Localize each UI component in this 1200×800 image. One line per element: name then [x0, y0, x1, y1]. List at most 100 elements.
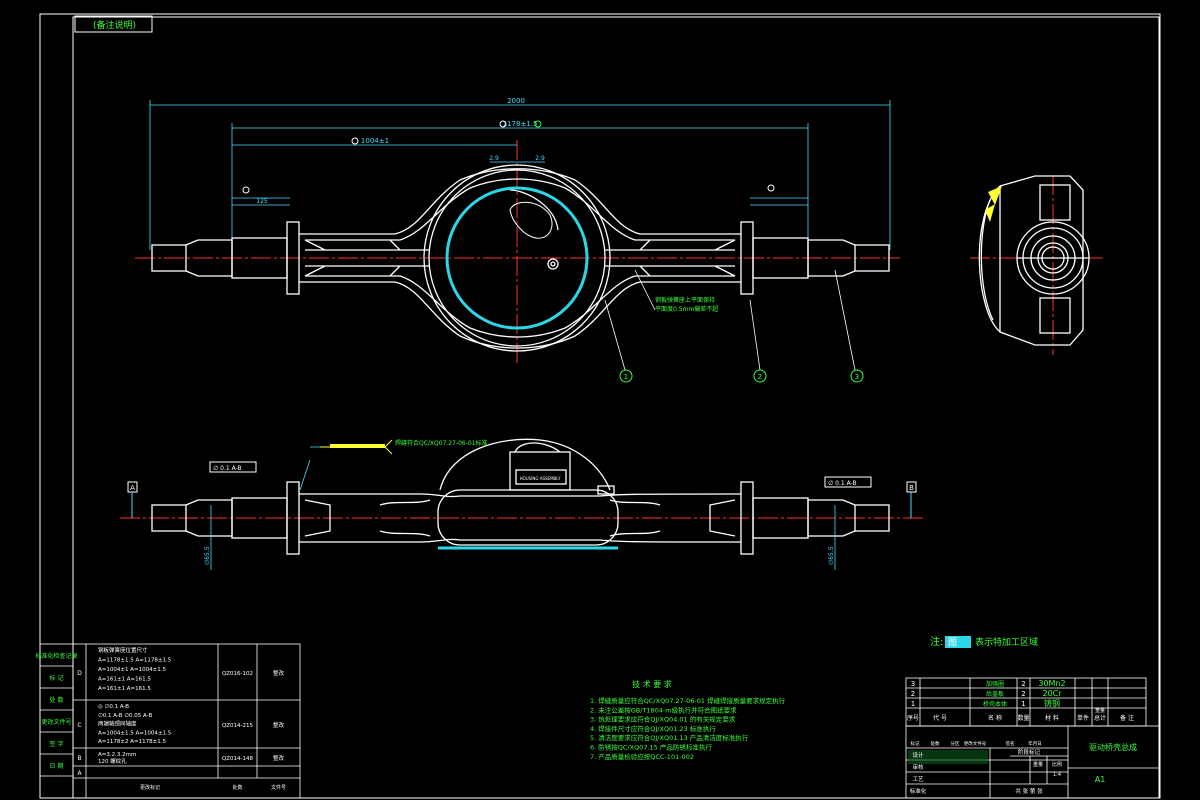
tech-req-item: 1. 焊缝质量应符合QC/XQ07.27-06-01 焊缝焊接质量要求规定执行	[590, 696, 786, 705]
parts-name: 桥壳本体	[983, 700, 1007, 708]
title-label: 分区	[951, 740, 960, 747]
parts-no: 3	[911, 680, 915, 688]
parts-name: 后盖板	[986, 690, 1004, 698]
left-table-footer: 处数	[232, 784, 242, 791]
title-label: 处数	[931, 740, 940, 747]
parts-no: 1	[911, 700, 915, 708]
front-dimensions	[149, 100, 891, 250]
left-table-line: 120 螺纹孔	[98, 757, 127, 765]
parts-header: 代 号	[933, 714, 947, 722]
parts-material: 铸钢	[1044, 698, 1060, 708]
left-table-line: A=1004±1.5 A=1004±1.5	[98, 730, 172, 736]
tol-right: ∅ 0.1 A-B	[828, 480, 857, 487]
tech-req-item: 6. 防锈按QC/XQ07.15 产品防锈标准执行	[590, 743, 712, 752]
left-table-line: A=1178±2 A=1178±1.5	[98, 739, 166, 745]
left-table-line: 两端轴颈同轴度	[98, 720, 137, 728]
dim-right-journal: ∅65.5	[828, 546, 835, 565]
parts-header: 材 料	[1045, 714, 1059, 722]
left-table-row-label: 更改文件号	[41, 718, 71, 726]
left-table-code: QZ014-215	[222, 723, 254, 729]
left-table-zone: D	[77, 670, 82, 677]
left-table-sign: 整改	[273, 754, 285, 762]
balloon-dim-a	[351, 137, 359, 145]
leader-balloon-2	[753, 369, 767, 383]
title-label: 标记	[911, 740, 920, 747]
parts-qty: 2	[1021, 690, 1025, 698]
parts-no: 2	[911, 690, 915, 698]
tech-req-item: 2. 未注公差按GB/T1804-m级执行并符合图纸要求	[590, 705, 737, 714]
tol-frame-left	[209, 461, 257, 473]
parts-header: 总计	[1094, 714, 1106, 722]
bottom-body-label: HOUSING ASSEMBLY	[520, 476, 561, 481]
title-label: 签名	[1006, 740, 1015, 747]
parts-header: 备 注	[1120, 714, 1134, 722]
weld-symbol	[320, 439, 393, 455]
drawing-name: 驱动桥壳总成	[1089, 742, 1137, 752]
left-table-line: A=1178±1.5 A=1178±1.5	[98, 658, 172, 664]
left-table-footer: 更改标记	[140, 784, 160, 791]
dim-spring-seat: 1178±1.5	[503, 120, 538, 128]
left-table-line: A=161±1 A=161.5	[98, 677, 151, 683]
balloon-dim-b	[499, 120, 507, 128]
leader-label-2: 2	[758, 373, 762, 381]
leader-label-3: 3	[855, 373, 859, 381]
frame-tag: (备注说明)	[93, 19, 136, 31]
parts-header: 数量	[1017, 714, 1029, 722]
balloon-dim-c	[534, 120, 542, 128]
title-stage: 阶段标记	[1018, 748, 1041, 756]
parts-header: 名 称	[988, 714, 1002, 722]
cover-flange	[445, 186, 589, 330]
balloon-dim-e	[767, 184, 775, 192]
weld-callout: 焊缝符合QC/XQ07.27-06-01标准	[395, 439, 488, 447]
tech-req-item: 5. 清洁度要求应符合QJ/XQ01.13 产品清洁度标准执行	[590, 733, 749, 742]
title-scale: 比例	[1052, 761, 1062, 768]
area-note-label: 注:	[930, 635, 943, 648]
leader-label-1: 1	[624, 373, 628, 381]
parts-name: 加强圈	[986, 680, 1004, 688]
balloon-dim-d	[242, 186, 250, 194]
title-sheets: 共 张 第 张	[1015, 787, 1043, 795]
front-leaders	[604, 269, 856, 371]
title-label: 更改文件号	[964, 740, 987, 747]
left-table-row-label: 签 字	[50, 740, 64, 748]
sheet-size: A1	[1095, 775, 1106, 784]
left-table-row-label: 处 数	[50, 696, 64, 704]
title-role: 工艺	[912, 776, 924, 783]
tol-left: ∅ 0.1 A-B	[213, 465, 242, 472]
weld-hatch	[330, 444, 385, 448]
left-table-footer: 文件号	[271, 784, 286, 791]
title-scale-value: 1:4	[1053, 772, 1061, 778]
bottom-view: HOUSING ASSEMBLY A B ∅ 0.1 A-B ∅ 0.1 A-B…	[120, 438, 925, 570]
left-table-line: ∅0.1 A-B ∅0.05 A-B	[98, 713, 152, 719]
parts-weight-label: 重量	[1095, 707, 1105, 714]
title-role: 标准化	[910, 787, 927, 795]
tech-req-item: 4. 焊接件尺寸应符合QJ/XQ01.23 标准执行	[590, 724, 716, 733]
parts-header: 单件	[1077, 714, 1089, 722]
datum-b: B	[909, 484, 914, 492]
left-table-zone: B	[77, 755, 81, 762]
title-block-text: 驱动桥壳总成A1标记处数分区更改文件号签名年月日设计审核工艺标准化阶段标记重量比…	[910, 740, 1137, 795]
dim-offset-right: 2.9	[535, 155, 545, 162]
left-table-zone: C	[77, 722, 81, 729]
area-note-text: 表示特加工区域	[975, 636, 1038, 648]
dim-left-journal: ∅65.5	[204, 546, 211, 565]
dim-inner: 1004±1	[361, 137, 389, 145]
left-table	[39, 643, 301, 799]
title-role: 设计	[912, 751, 924, 759]
parts-material: 20Cr	[1042, 689, 1062, 698]
parts-list-grid	[905, 677, 1147, 727]
leader-balloon-1	[619, 369, 633, 383]
parts-qty: 1	[1021, 700, 1025, 708]
tech-req-title: 技 术 要 求	[632, 679, 672, 689]
tech-req-item: 7. 产品质量检验应按QCC-101-002	[590, 752, 694, 761]
left-table-row-label: 日 期	[50, 762, 64, 770]
left-table-line: ◎ ∅0.1 A-B	[98, 704, 129, 710]
tech-req-list: 1. 焊缝质量应符合QC/XQ07.27-06-01 焊缝焊接质量要求规定执行2…	[590, 696, 786, 761]
left-table-row-label: 标准化检查记录	[35, 652, 77, 660]
side-hatch	[985, 186, 1002, 222]
front-note-1: 钢板弹簧座上平面保持	[655, 296, 715, 304]
title-role: 审核	[912, 763, 924, 771]
